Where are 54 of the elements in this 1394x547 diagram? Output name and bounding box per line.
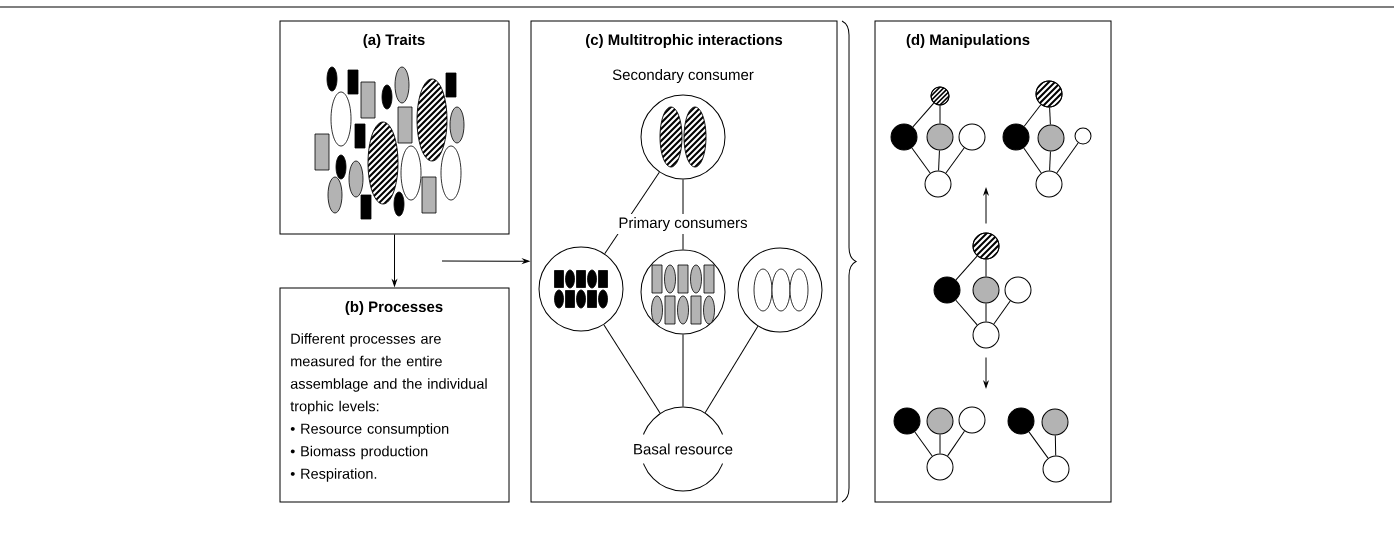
link-line — [1028, 431, 1049, 459]
species-circle — [930, 86, 950, 106]
link-line — [1023, 147, 1042, 174]
species-circle — [933, 276, 961, 304]
node-label: Secondary consumer — [612, 69, 754, 83]
species-circle — [893, 407, 921, 435]
species-circle — [1042, 455, 1070, 483]
panel-box: (a) Traits — [279, 20, 510, 235]
species-circle — [958, 123, 986, 151]
species-circle — [1037, 124, 1065, 152]
link-line — [939, 434, 941, 454]
species-circle — [958, 406, 986, 434]
link-line — [947, 430, 965, 457]
link-line — [704, 325, 759, 414]
link-line — [955, 255, 978, 281]
species-circle — [1041, 408, 1069, 436]
arrow — [983, 357, 989, 388]
link-line — [985, 259, 987, 277]
species-circle — [1074, 127, 1092, 145]
species-circle — [890, 123, 918, 151]
link-line — [1023, 104, 1042, 127]
species-circle — [1007, 407, 1035, 435]
link-line — [1049, 151, 1051, 171]
panel-box: (d) Manipulations — [874, 20, 1112, 503]
link-line — [1056, 142, 1079, 174]
link-line — [945, 147, 965, 174]
link-line — [912, 102, 935, 128]
panel-box: (b) Processes Different processes are measured for the entire assemblage and the individual trophic levels: • Resource consumption • Biomass production • Respiration. — [279, 287, 510, 503]
link-line — [1049, 107, 1051, 125]
link-line — [1054, 435, 1057, 456]
species-circle — [972, 321, 1000, 349]
link-line — [911, 147, 931, 174]
link-line — [955, 299, 978, 326]
link-line — [985, 303, 987, 322]
species-circle — [1035, 170, 1063, 198]
link-line — [682, 334, 684, 407]
species-circle — [924, 170, 952, 198]
link-line — [939, 105, 941, 124]
species-circle — [926, 407, 954, 435]
species-circle — [926, 123, 954, 151]
link-line — [938, 150, 940, 171]
link-line — [993, 300, 1011, 325]
species-circle — [1035, 80, 1063, 108]
arrow — [441, 258, 530, 264]
link-line — [603, 324, 661, 414]
link-line — [914, 431, 933, 457]
species-circle — [1004, 276, 1032, 304]
species-circle — [926, 453, 954, 481]
arrow — [392, 234, 397, 287]
species-circle — [1002, 123, 1030, 151]
species-circle — [972, 276, 1000, 304]
level-label: Primary consumers — [615, 214, 751, 234]
species-circle — [972, 232, 1000, 260]
arrow — [983, 188, 989, 224]
